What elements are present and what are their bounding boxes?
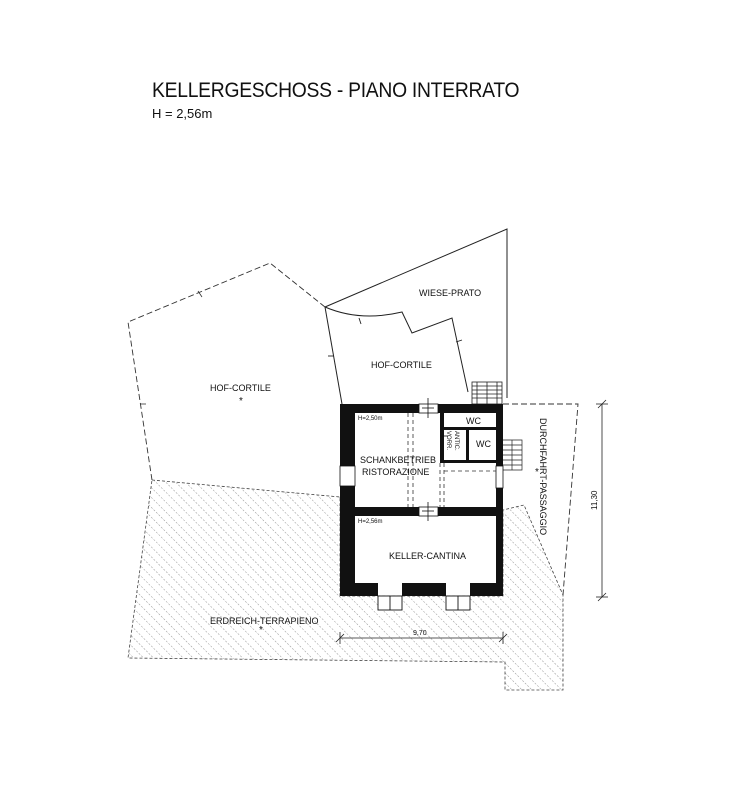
building-walls: [340, 404, 503, 596]
horizontal-dimension: [335, 632, 508, 644]
marker-asterisk: *: [535, 467, 539, 478]
ceiling-height-note: H = 2,56m: [152, 106, 213, 121]
vertical-dimension: [596, 399, 608, 602]
room-label-vorr: VORR.: [445, 431, 451, 450]
north-stairs: [471, 381, 503, 405]
room-label-wc-lower: WC: [476, 439, 491, 449]
height-label-lower: H=2,56m: [358, 519, 383, 525]
room-label-ristorazione: RISTORAZIONE: [362, 467, 429, 477]
room-label-antic: ANTIC.: [453, 431, 459, 451]
marker-asterisk: *: [239, 396, 243, 407]
curve-tick: [358, 317, 362, 325]
plan-title: KELLERGESCHOSS - PIANO INTERRATO: [152, 79, 520, 102]
room-label-keller-cantina: KELLER-CANTINA: [389, 551, 466, 561]
meadow-boundary: [324, 228, 508, 398]
west-courtyard-boundary: [127, 262, 326, 481]
room-label-hof-cortile-north: HOF-CORTILE: [371, 360, 432, 370]
room-label-wc-upper: WC: [466, 416, 481, 426]
room-label-hof-cortile-west: HOF-CORTILE: [210, 383, 271, 393]
dimension-height-value: 11,30: [590, 490, 599, 510]
room-label-schankbetrieb: SCHANKBETRIEB: [360, 455, 436, 465]
area-label-durchfahrt: DURCHFAHRT-PASSAGGIO: [538, 418, 548, 535]
east-stairs: [503, 439, 523, 471]
room-label-wiese-prato: WIESE-PRATO: [419, 288, 481, 298]
meadow-inner-curve: [324, 306, 469, 393]
dimension-width-value: 9,70: [413, 630, 427, 637]
window-openings: [339, 403, 504, 517]
north-courtyard-boundary: [324, 306, 343, 405]
curve-tick: [455, 339, 463, 343]
area-label-erdreich: ERDREICH-TERRAPIENO: [210, 616, 319, 626]
passage-boundary: [503, 403, 579, 596]
light-wells: [377, 595, 471, 611]
boundary-tick: [197, 290, 203, 298]
height-label-upper: H=2,50m: [358, 416, 383, 422]
interior-dashed-lines: [407, 413, 496, 507]
marker-asterisk: *: [259, 625, 263, 636]
